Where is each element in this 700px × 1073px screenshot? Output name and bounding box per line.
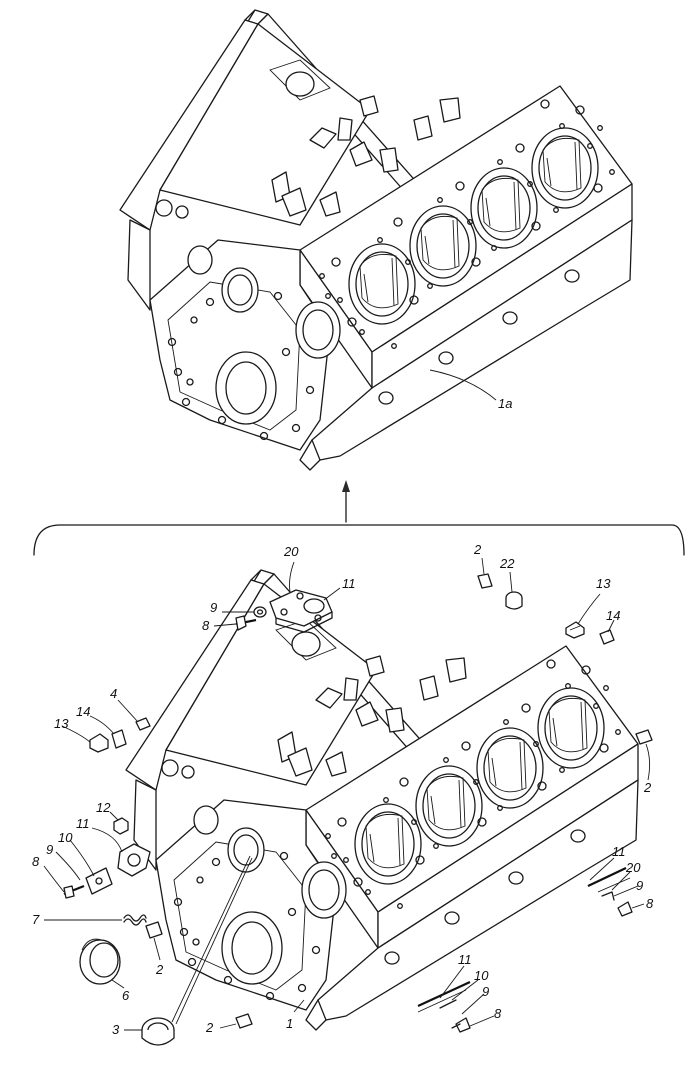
callout-3: 3 xyxy=(112,1022,120,1037)
callout-9-left: 9 xyxy=(46,842,53,857)
flange-plate-left xyxy=(117,843,151,877)
callout-leaders xyxy=(43,557,651,1031)
plug-2-right xyxy=(635,729,653,745)
callout-8-br1: 8 xyxy=(646,896,654,911)
callout-22: 22 xyxy=(499,556,515,571)
rod-group-br1 xyxy=(587,867,633,917)
callout-10-left: 10 xyxy=(58,830,73,845)
callout-7: 7 xyxy=(32,912,40,927)
callout-11-top: 11 xyxy=(342,576,356,591)
plug-2-bottom xyxy=(235,1013,253,1029)
callout-8-top: 8 xyxy=(202,618,210,633)
plug-14-right xyxy=(599,629,615,645)
engine-block-assembled xyxy=(120,10,632,470)
spring-7 xyxy=(123,914,147,926)
nut-12 xyxy=(113,817,129,835)
gasket-10-left xyxy=(85,867,113,895)
callout-14-left: 14 xyxy=(76,704,90,719)
fitting-13-right xyxy=(565,621,585,639)
callout-20-top: 20 xyxy=(283,544,299,559)
engine-block-exploded xyxy=(126,570,638,1030)
callout-9-br2: 9 xyxy=(482,984,489,999)
label-1a: 1a xyxy=(498,396,512,411)
callout-8-left: 8 xyxy=(32,854,40,869)
callout-11-left: 11 xyxy=(76,816,90,831)
washer-9-top xyxy=(253,606,267,618)
cover-6 xyxy=(79,938,121,985)
flange-plate-top xyxy=(269,589,333,633)
callout-11-br1: 11 xyxy=(612,844,626,859)
callout-14-right: 14 xyxy=(606,608,620,623)
callout-8-br2: 8 xyxy=(494,1006,502,1021)
callout-2-top: 2 xyxy=(473,542,482,557)
callout-13-right: 13 xyxy=(596,576,611,591)
callout-10-br2: 10 xyxy=(474,968,489,983)
assembly-arrow xyxy=(33,480,685,556)
plug-2-top xyxy=(477,573,493,589)
callout-9-top: 9 xyxy=(210,600,217,615)
sleeve-3 xyxy=(141,1017,175,1046)
callout-4: 4 xyxy=(110,686,117,701)
plug-2-mid xyxy=(145,921,163,939)
callout-1: 1 xyxy=(286,1016,293,1031)
fitting-13-left xyxy=(89,733,109,753)
callout-13-left: 13 xyxy=(54,716,69,731)
callout-9-br1: 9 xyxy=(636,878,643,893)
rod-group-br2 xyxy=(417,981,471,1033)
callout-2-bottom: 2 xyxy=(205,1020,214,1035)
bolt-8-top xyxy=(235,615,257,631)
plug-4 xyxy=(135,717,151,731)
callout-6: 6 xyxy=(122,988,130,1003)
callout-labels: 20 11 9 8 2 22 13 14 2 4 14 13 12 11 10 … xyxy=(32,542,654,1037)
callout-1a: 1a xyxy=(429,369,512,411)
callout-11-br2: 11 xyxy=(458,952,472,967)
callout-2-right: 2 xyxy=(643,780,652,795)
callout-2-mid: 2 xyxy=(155,962,164,977)
callout-20-br1: 20 xyxy=(625,860,641,875)
bolt-8-left xyxy=(63,884,85,899)
callout-12: 12 xyxy=(96,800,111,815)
cap-22 xyxy=(505,591,523,610)
plug-14-left xyxy=(111,729,127,749)
